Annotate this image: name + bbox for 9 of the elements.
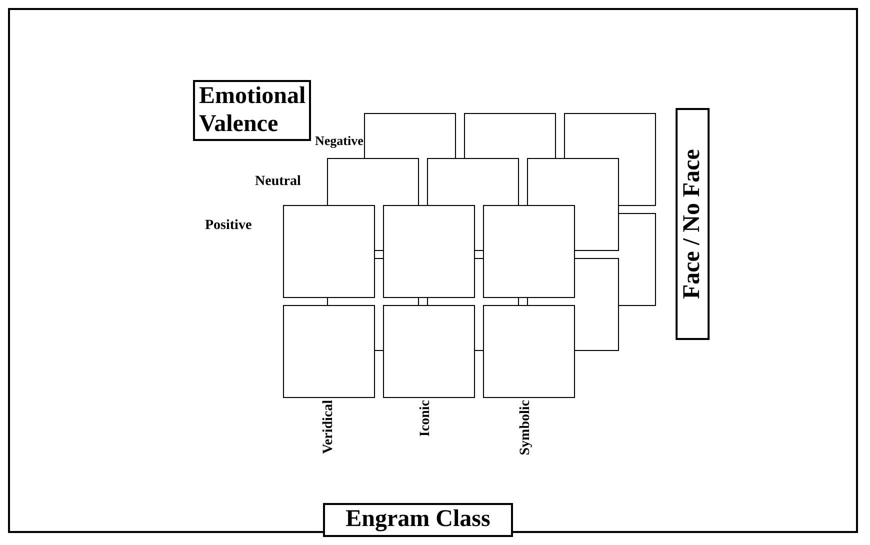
axis-label: Neutral <box>255 174 301 190</box>
axis-title: Engram Class <box>323 503 513 537</box>
axis-label: Positive <box>205 218 252 234</box>
axis-label: Negative <box>315 133 364 149</box>
axis-label: Iconic <box>418 400 434 437</box>
axis-title: Face / No Face <box>676 108 710 340</box>
axis-label: Veridical <box>321 400 337 454</box>
axis-title: Emotional Valence <box>193 80 311 142</box>
axis-label: Symbolic <box>518 400 534 456</box>
